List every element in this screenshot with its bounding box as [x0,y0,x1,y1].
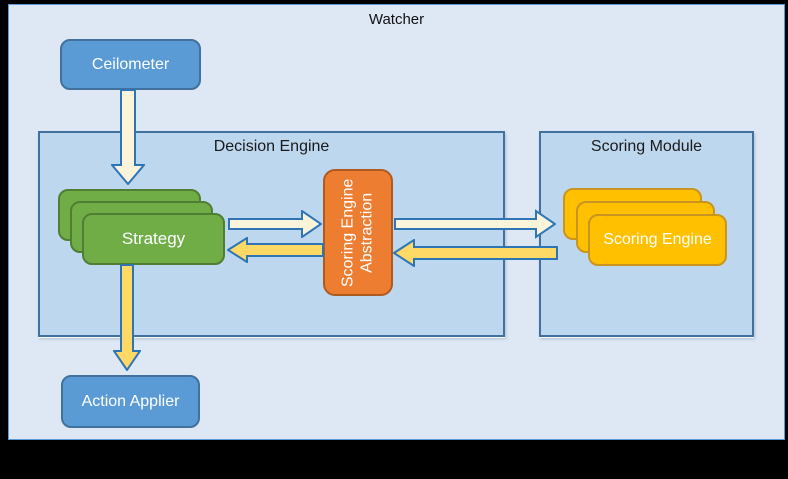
abstraction-label-line1: Scoring Engine [339,178,357,287]
scoring-module-title: Scoring Module [590,138,703,155]
action-applier-label: Action Applier [81,392,180,410]
arrow-strategy-to-abstraction-icon [228,210,322,238]
arrow-abstraction-to-strategy-icon [227,237,324,263]
decision-engine-title: Decision Engine [213,138,330,155]
scoring-engine-node: Scoring Engine [588,214,727,266]
scoring-engine-abstraction-node: Scoring Engine Abstraction [323,169,393,296]
arrow-ceilometer-to-strategy-icon [111,89,145,185]
arrow-strategy-to-action-applier-icon [113,264,141,371]
action-applier-node: Action Applier [61,375,200,428]
ceilometer-label: Ceilometer [91,55,170,73]
strategy-label: Strategy [121,229,186,248]
abstraction-label-line2: Abstraction [358,192,376,273]
diagram-title: Watcher [368,11,425,28]
arrow-scoring-engine-to-abstraction-icon [393,239,558,267]
ceilometer-node: Ceilometer [60,39,201,90]
strategy-node: Strategy [82,213,225,265]
scoring-engine-label: Scoring Engine [603,231,712,248]
arrow-abstraction-to-scoring-engine-icon [394,209,556,239]
scoring-engine-abstraction-label: Scoring Engine Abstraction [339,178,377,287]
